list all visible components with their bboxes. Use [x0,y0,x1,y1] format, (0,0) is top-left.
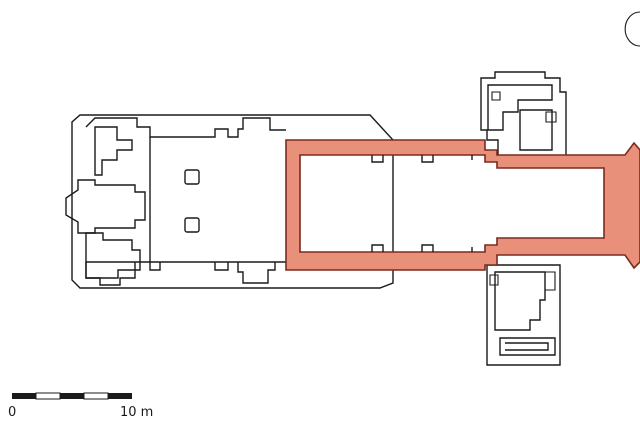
nave-niches [371,155,473,252]
north-tower-detail [491,91,557,123]
west-complex-inner [85,117,286,286]
scale-bar-segment-2 [35,392,61,400]
scale-label-end: 10 m [120,405,153,420]
scale-bar-segment-4 [83,392,109,400]
west-complex-outline [71,114,394,289]
hall-pier-north [184,169,200,185]
scale-label-start: 0 [8,405,16,420]
scale-bar-segment-3 [60,393,84,399]
north-tower-outline [480,71,567,159]
hall-pier-south [184,217,200,233]
scale-bar-segment-5 [108,393,132,399]
narthex-south-room [85,232,141,279]
north-tower-inner [487,84,553,151]
edge-circle [624,11,640,47]
scale-bar-segment-1 [12,393,36,399]
south-tower-detail [489,271,556,291]
scale-bar: 0 10 m [8,392,153,420]
narthex-center-room [65,179,146,234]
highlighted-nave [285,139,640,271]
narthex-north-room [94,126,133,176]
south-tower-outline [486,264,561,366]
south-tower-inner [494,271,556,356]
